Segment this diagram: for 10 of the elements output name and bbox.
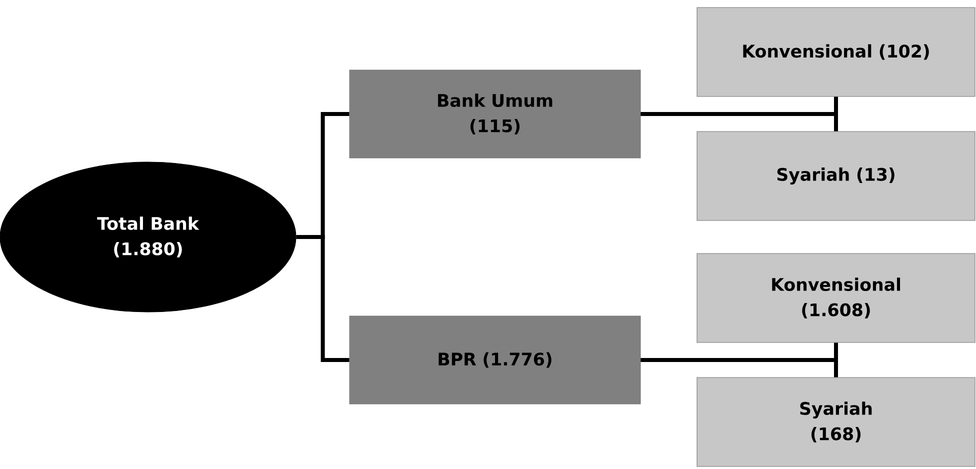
connector-line	[640, 112, 838, 132]
process-box: Bank Umum (115)	[349, 70, 641, 158]
process-box: Konvensional (102)	[696, 7, 976, 97]
connector-line	[296, 235, 350, 362]
process-box: Syariah (13)	[696, 131, 976, 221]
ellipse-node: Total Bank (1.880)	[0, 162, 296, 312]
process-box: Konvensional (1.608)	[696, 253, 976, 343]
connector-line	[640, 358, 838, 378]
process-box: Syariah (168)	[696, 377, 976, 467]
process-box: BPR (1.776)	[349, 316, 641, 404]
